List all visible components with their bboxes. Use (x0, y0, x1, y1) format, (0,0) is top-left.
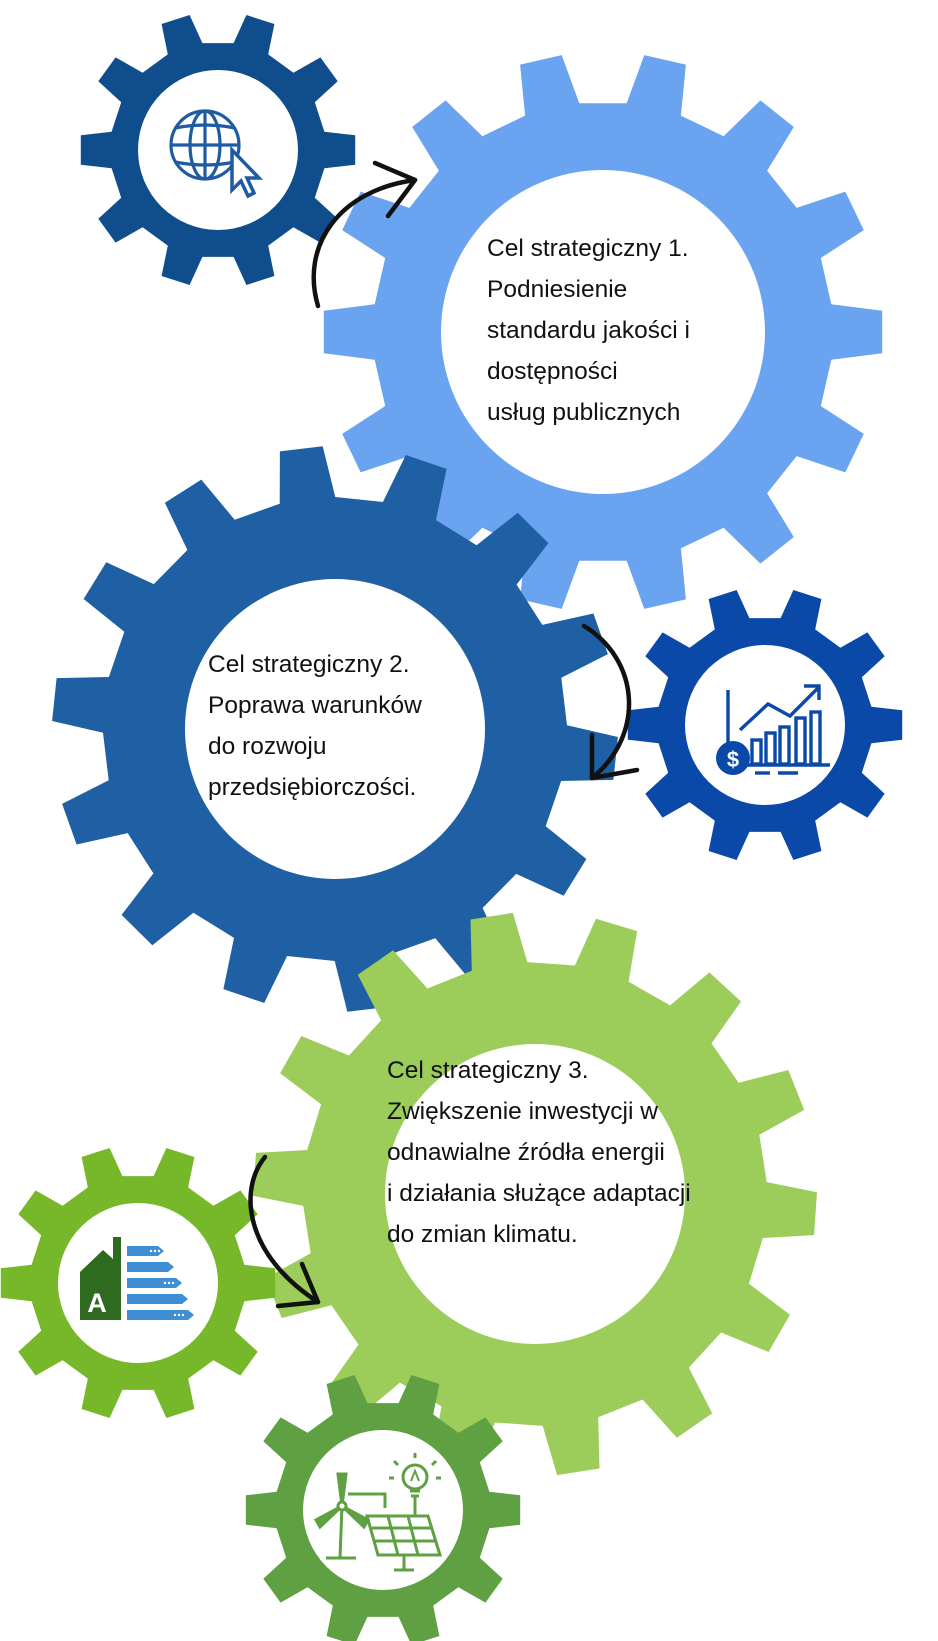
goal-1-line: standardu jakości i (487, 317, 690, 344)
svg-text:A: A (87, 1288, 107, 1318)
goal-1-gear (323, 55, 883, 609)
goal-2-line: przedsiębiorczości. (208, 774, 417, 801)
goal-2-text: Cel strategiczny 2. Poprawa warunków do … (208, 644, 422, 808)
goal-3-text: Cel strategiczny 3. Zwiększenie inwestyc… (387, 1050, 691, 1255)
goal-3-line: Zwiększenie inwestycji w (387, 1098, 658, 1125)
goal-3-line: do zmian klimatu. (387, 1221, 578, 1248)
svg-text:$: $ (727, 747, 739, 772)
goal-3-line: Cel strategiczny 3. (387, 1057, 589, 1084)
energy-efficiency-label-icon: A (80, 1237, 194, 1320)
goal-1-line: dostępności (487, 358, 618, 385)
dollar-growth-chart-icon: $ (716, 684, 830, 775)
goal-2-line: Cel strategiczny 2. (208, 651, 410, 678)
globe-icon-gear (80, 15, 356, 285)
goal-3-line: i działania służące adaptacji (387, 1180, 691, 1207)
goal-1-line: Podniesienie (487, 276, 628, 303)
goal-1-line: Cel strategiczny 1. (487, 235, 689, 262)
goal-3-line: odnawialne źródła energii (387, 1139, 665, 1166)
wind-solar-lightbulb-icon (313, 1453, 443, 1572)
goal-3-gear (253, 912, 817, 1476)
goal-2-line: do rozwoju (208, 733, 327, 760)
goal-1-line: usług publicznych (487, 399, 681, 426)
arrow-goal-2-to-finance (581, 623, 640, 781)
goal-1-text: Cel strategiczny 1. Podniesienie standar… (487, 228, 690, 433)
finance-icon-gear (627, 590, 903, 860)
arrow-globe-to-goal-1 (311, 160, 418, 309)
goal-2-gear (52, 446, 618, 1012)
goal-2-line: Poprawa warunków (208, 692, 422, 719)
arrow-energy-to-goal-3 (248, 1154, 321, 1309)
globe-cursor-icon (169, 109, 264, 199)
